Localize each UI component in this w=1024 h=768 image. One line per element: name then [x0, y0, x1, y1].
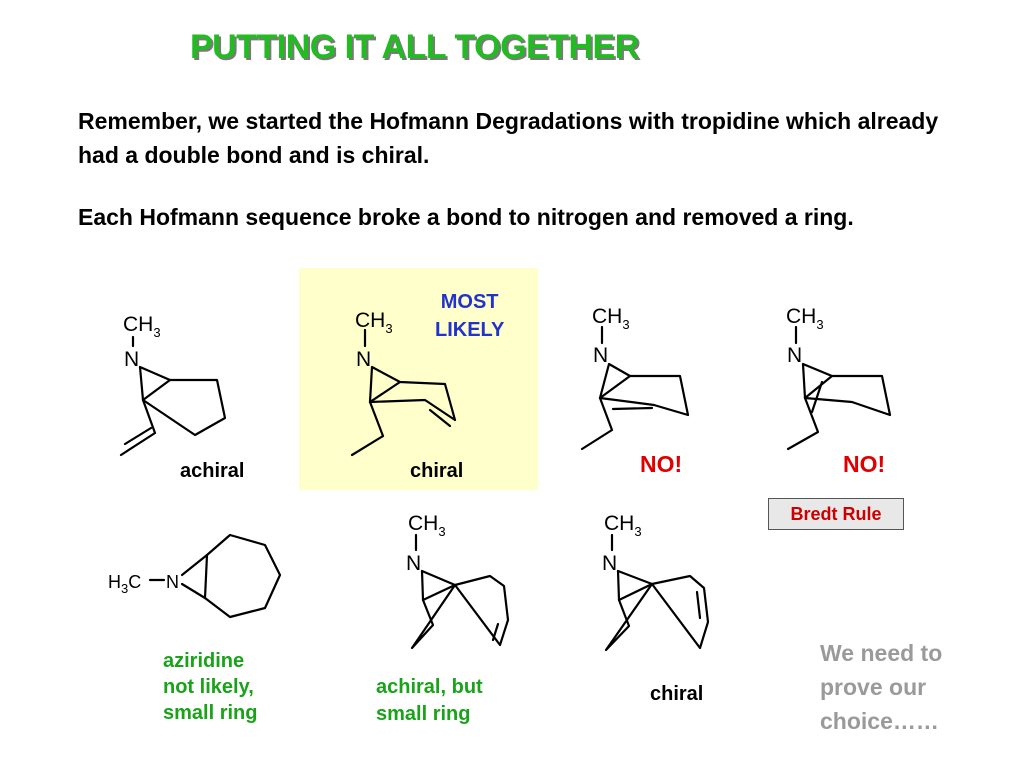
ch3-label-2: CH3	[355, 309, 393, 336]
n-label-7: N	[602, 552, 617, 575]
paragraph-tropidine: Remember, we started the Hofmann Degrada…	[78, 108, 939, 168]
n-label-5: N	[166, 572, 179, 592]
structure-5-aziridine	[148, 533, 282, 619]
n-label-1: N	[124, 348, 139, 371]
ch3-label-3: CH3	[592, 305, 630, 332]
structure-1-achiral	[119, 335, 227, 457]
ch3-label-6: CH3	[408, 512, 446, 539]
n-label-6: N	[406, 552, 421, 575]
n-label-4: N	[787, 344, 802, 367]
ch3-label-4: CH3	[786, 305, 824, 332]
label-chiral: chiral	[410, 460, 464, 482]
label-no-2: NO!	[843, 451, 886, 477]
structure-2-chiral	[350, 328, 457, 457]
most-likely-highlight	[299, 268, 538, 490]
n-label-2: N	[356, 348, 371, 371]
structure-6-achiral-small-ring	[410, 533, 510, 650]
structure-3-no	[580, 325, 690, 451]
slide-title: PUTTING IT ALL TOGETHER	[190, 28, 639, 66]
label-aziridine: aziridine not likely, small ring	[163, 650, 258, 724]
label-achiral-small-ring: achiral, but small ring	[376, 676, 483, 725]
label-achiral: achiral	[180, 460, 245, 482]
footnote-prove-choice: We need to prove our choice……	[820, 640, 943, 734]
structure-4-no	[786, 325, 892, 451]
label-no-1: NO!	[640, 451, 683, 477]
atom-labels: CH3 N CH3 N CH3 N CH3 N H3C N CH3 N CH3 …	[108, 305, 824, 596]
paragraph-hofmann: Each Hofmann sequence broke a bond to ni…	[78, 204, 854, 230]
label-chiral-2: chiral	[650, 683, 704, 705]
ch3-label-7: CH3	[604, 512, 642, 539]
n-label-3: N	[593, 344, 608, 367]
ch3-label-1: CH3	[123, 313, 161, 340]
h3c-label: H3C	[108, 572, 141, 596]
bredt-rule-badge: Bredt Rule	[768, 498, 904, 530]
structure-7-chiral	[604, 533, 710, 652]
label-most-likely: MOST LIKELY	[435, 291, 505, 341]
